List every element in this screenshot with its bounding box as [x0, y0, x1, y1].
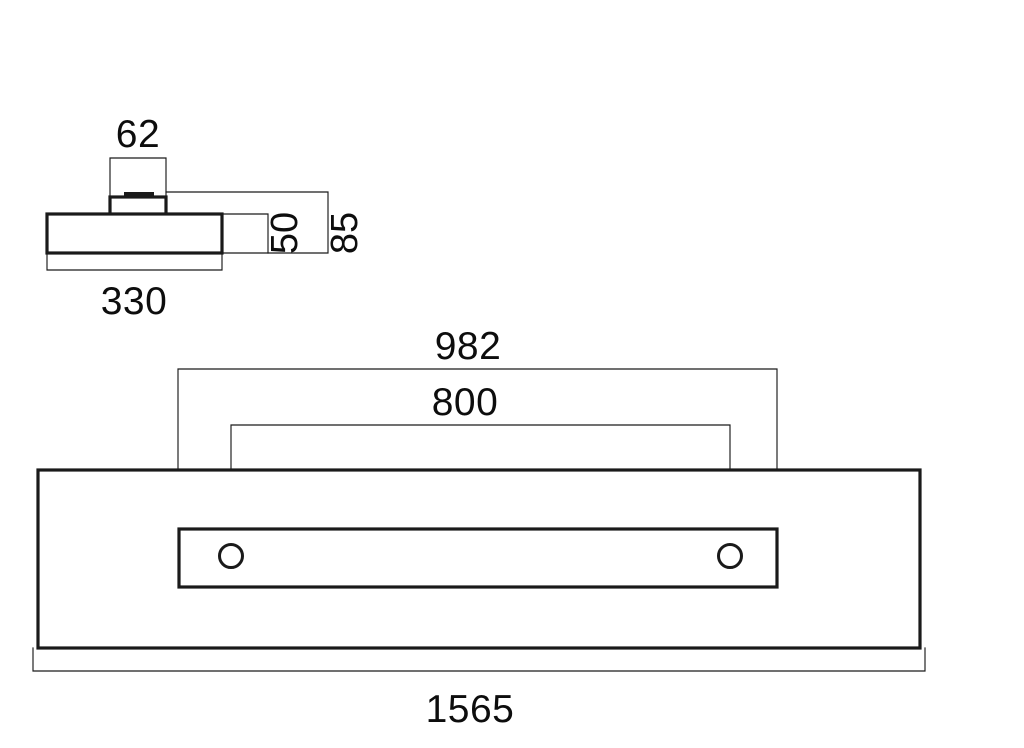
side-view-mount-cap [124, 192, 154, 197]
side-view-group: 62 330 50 85 [45, 113, 366, 323]
dimension-label-800: 800 [432, 381, 499, 424]
side-view-body [45, 212, 224, 255]
dimension-label-1565: 1565 [426, 688, 515, 731]
dimension-bracket-85 [165, 191, 329, 254]
mount-hole-right-icon [717, 543, 743, 569]
dimension-bracket-62 [109, 157, 167, 197]
dimension-bracket-1565 [32, 647, 926, 672]
front-view-inner-recess [177, 527, 779, 589]
dimension-label-330: 330 [101, 280, 168, 323]
dimension-label-50: 50 [264, 212, 306, 254]
dimension-bracket-982 [177, 368, 778, 541]
dimension-label-62: 62 [116, 113, 160, 156]
front-view-group: 982 800 1565 [32, 325, 926, 731]
dimension-label-85: 85 [324, 212, 366, 254]
mount-hole-left-icon [218, 543, 244, 569]
dimension-bracket-50 [221, 213, 269, 254]
dimension-label-982: 982 [435, 325, 502, 368]
dimension-bracket-330 [46, 254, 223, 271]
